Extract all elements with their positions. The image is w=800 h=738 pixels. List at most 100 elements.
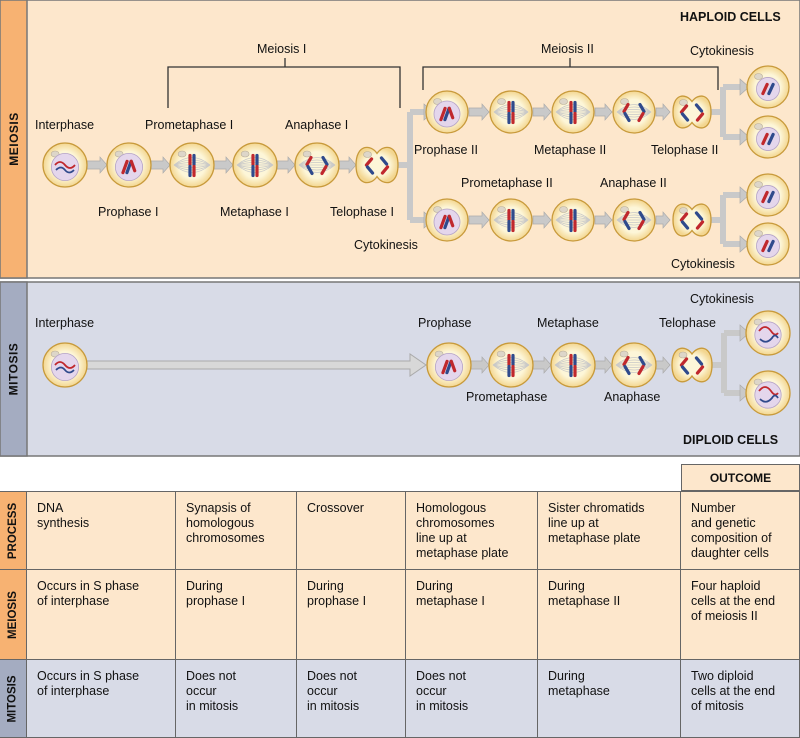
table-cell-process-5: Sister chromatids line up at metaphase p… bbox=[538, 491, 681, 570]
cell-meiosis2-top-4 bbox=[672, 95, 712, 129]
table-cell-meiosis-3: During prophase I bbox=[297, 570, 406, 660]
table-cell-mitosis-3: Does not occur in mitosis bbox=[297, 660, 406, 738]
label-cytokinesis-2-top: Cytokinesis bbox=[690, 44, 754, 58]
cell-anaphase-1 bbox=[294, 142, 340, 188]
cell-diploid-1 bbox=[745, 310, 791, 356]
cell-mitosis-interphase bbox=[42, 342, 88, 388]
cell-mitosis-4 bbox=[671, 347, 713, 383]
label-anaphase-1: Anaphase I bbox=[285, 118, 349, 132]
row-header-meiosis: MEIOSIS bbox=[0, 570, 27, 660]
cell-mitosis-3 bbox=[611, 342, 657, 388]
arrow-m2-top-3 bbox=[655, 103, 671, 121]
diagram-graphics bbox=[0, 0, 800, 457]
cell-mitosis-1 bbox=[488, 342, 534, 388]
arrow-m1-1 bbox=[150, 156, 171, 174]
arrow-m2-top-1 bbox=[532, 103, 552, 121]
arrow-m1-2 bbox=[213, 156, 234, 174]
meiosis-side-label: MEIOSIS bbox=[6, 112, 21, 166]
cell-meiosis2-top-3 bbox=[612, 90, 656, 134]
table-cell-mitosis-5: During metaphase bbox=[538, 660, 681, 738]
label-mitosis-telophase: Telophase bbox=[659, 316, 716, 330]
label-anaphase-2: Anaphase II bbox=[600, 176, 667, 190]
outcome-header: OUTCOME bbox=[681, 464, 800, 491]
cell-meiosis2-bottom-0 bbox=[425, 198, 469, 242]
fork-meiosis-2-top bbox=[711, 84, 740, 140]
label-prophase-2: Prophase II bbox=[414, 143, 478, 157]
meiosis-1-label: Meiosis I bbox=[257, 42, 307, 56]
arrow-mit-0 bbox=[470, 356, 490, 374]
row-header-mitosis: MITOSIS bbox=[0, 660, 27, 738]
arrow-m2-top-2 bbox=[594, 103, 613, 121]
arrow-mit-3 bbox=[655, 356, 671, 374]
cell-metaphase-1 bbox=[232, 142, 278, 188]
cell-haploid-2 bbox=[746, 115, 790, 159]
table-cell-meiosis-2: During prophase I bbox=[176, 570, 297, 660]
fork-meiosis-1 bbox=[398, 109, 424, 223]
haploid-cells-label: HAPLOID CELLS bbox=[680, 10, 781, 24]
label-prophase-1: Prophase I bbox=[98, 205, 159, 219]
arrow-m2-bottom-1 bbox=[532, 211, 552, 229]
cell-mitosis-2 bbox=[550, 342, 596, 388]
arrow-m1-4 bbox=[338, 156, 357, 174]
fork-mitosis bbox=[712, 330, 740, 396]
cell-haploid-4 bbox=[746, 222, 790, 266]
cell-haploid-1 bbox=[746, 65, 790, 109]
table-cell-mitosis-6: Two diploid cells at the end of mitosis bbox=[681, 660, 800, 738]
cell-meiosis2-bottom-3 bbox=[612, 198, 656, 242]
cell-meiosis2-top-1 bbox=[489, 90, 533, 134]
table-cell-process-3: Crossover bbox=[297, 491, 406, 570]
table-cell-mitosis-2: Does not occur in mitosis bbox=[176, 660, 297, 738]
label-telophase-1: Telophase I bbox=[330, 205, 394, 219]
meiosis1-bracket bbox=[167, 58, 401, 108]
cells-layer bbox=[42, 65, 791, 416]
table-cell-process-1: DNA synthesis bbox=[27, 491, 176, 570]
comparison-table: OUTCOME PROCESS MEIOSIS MITOSIS DNA synt… bbox=[0, 464, 800, 738]
meiosis-sidebar bbox=[0, 0, 28, 279]
arrow-mit-1 bbox=[532, 356, 552, 374]
meiosis-panel bbox=[0, 0, 800, 279]
arrow-m2-top-0 bbox=[468, 103, 490, 121]
cell-meiosis2-bottom-1 bbox=[489, 198, 533, 242]
label-mitosis-metaphase: Metaphase bbox=[537, 316, 599, 330]
meiosis2-bracket bbox=[422, 58, 719, 90]
fork-meiosis-2-bottom bbox=[711, 192, 740, 247]
cell-division-diagram: MEIOSIS MITOSIS HAPLOID CELLS DIPLOID CE… bbox=[0, 0, 800, 457]
cell-telophase-1 bbox=[355, 146, 399, 184]
arrow-m1-0 bbox=[86, 156, 108, 174]
table-cell-mitosis-4: Does not occur in mitosis bbox=[406, 660, 538, 738]
arrow-m2-bottom-0 bbox=[468, 211, 490, 229]
label-prometaphase-2: Prometaphase II bbox=[461, 176, 553, 190]
table-cell-meiosis-4: During metaphase I bbox=[406, 570, 538, 660]
table-cell-meiosis-6: Four haploid cells at the end of meiosis… bbox=[681, 570, 800, 660]
arrow-m2-bottom-3 bbox=[655, 211, 671, 229]
cell-meiosis2-bottom-4 bbox=[672, 203, 712, 237]
cell-meiosis2-top-0 bbox=[425, 90, 469, 134]
arrow-m1-3 bbox=[276, 156, 296, 174]
row-header-process: PROCESS bbox=[0, 491, 27, 570]
label-mitosis-prophase: Prophase bbox=[418, 316, 472, 330]
label-mitosis-anaphase: Anaphase bbox=[604, 390, 661, 404]
table-cell-meiosis-5: During metaphase II bbox=[538, 570, 681, 660]
label-mitosis-prometaphase: Prometaphase bbox=[466, 390, 548, 404]
label-mitosis-interphase: Interphase bbox=[35, 316, 95, 330]
cell-diploid-2 bbox=[745, 370, 791, 416]
label-telophase-2: Telophase II bbox=[651, 143, 719, 157]
table-cell-meiosis-1: Occurs in S phase of interphase bbox=[27, 570, 176, 660]
cell-prometaphase-1 bbox=[169, 142, 215, 188]
mitosis-sidebar bbox=[0, 281, 28, 457]
table-cell-process-4: Homologous chromosomes line up at metaph… bbox=[406, 491, 538, 570]
arrows-layer bbox=[86, 78, 750, 402]
label-cytokinesis-1: Cytokinesis bbox=[354, 238, 418, 252]
cell-interphase bbox=[42, 142, 88, 188]
cell-haploid-3 bbox=[746, 173, 790, 217]
label-interphase: Interphase bbox=[35, 118, 95, 132]
mitosis-side-label: MITOSIS bbox=[6, 342, 21, 396]
meiosis-2-label: Meiosis II bbox=[541, 42, 594, 56]
arrow-m2-bottom-2 bbox=[594, 211, 613, 229]
label-cytokinesis-2-bottom: Cytokinesis bbox=[671, 257, 735, 271]
label-metaphase-1: Metaphase I bbox=[220, 205, 289, 219]
cell-meiosis2-top-2 bbox=[551, 90, 595, 134]
label-prometaphase-1: Prometaphase I bbox=[145, 118, 234, 132]
diploid-cells-label: DIPLOID CELLS bbox=[683, 433, 779, 447]
arrow-mit-2 bbox=[594, 356, 613, 374]
